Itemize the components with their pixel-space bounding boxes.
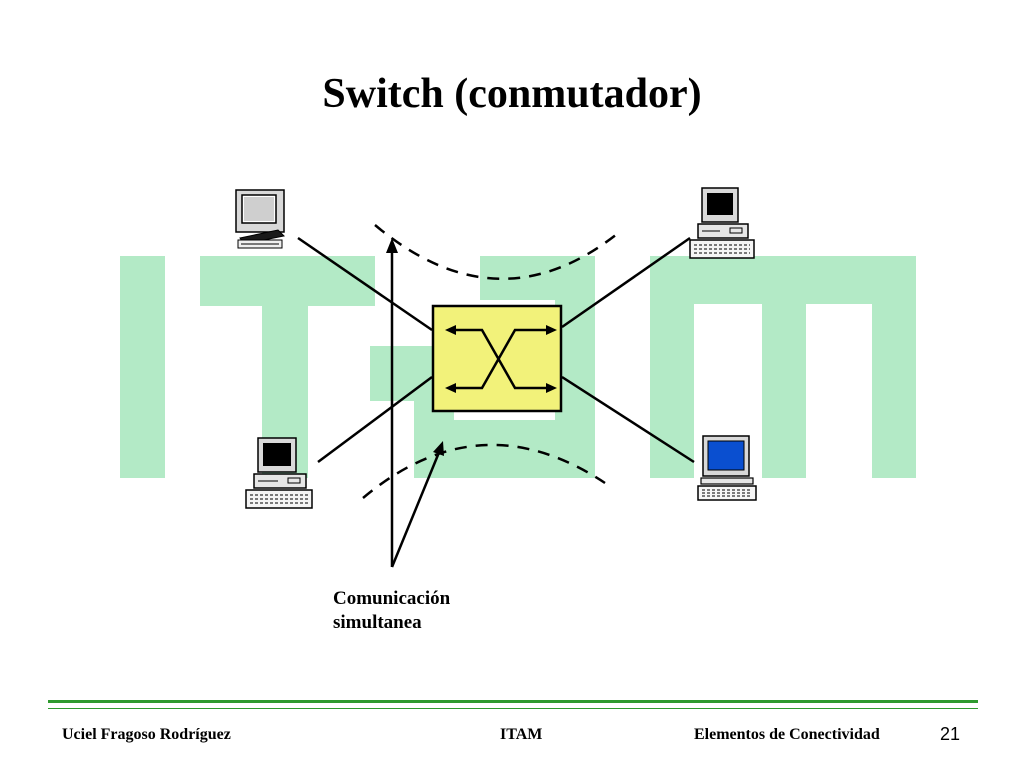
computer-bottom-left-icon: [245, 437, 313, 509]
footer-institution: ITAM: [500, 726, 543, 743]
footer-topic: Elementos de Conectividad: [694, 726, 880, 743]
link-bottom-left: [317, 375, 433, 464]
footer-divider: [48, 700, 978, 709]
computer-top-right-icon: [689, 187, 755, 259]
slide-title: Switch (conmutador): [322, 71, 702, 117]
annotation-arrows: [390, 250, 442, 568]
caption-line-1: Comunicación: [333, 588, 451, 609]
dashed-arc-top: [374, 224, 623, 280]
link-bottom-right: [561, 375, 695, 464]
dashed-arc-bottom: [362, 443, 606, 499]
annotation-caption: Comunicación simultanea: [333, 587, 450, 635]
computer-bottom-right-icon: [697, 435, 757, 501]
arrowhead-up: [386, 238, 398, 253]
page-number: 21: [940, 724, 961, 744]
arrowhead-diagonal: [433, 441, 444, 456]
link-top-right: [561, 236, 691, 329]
computer-top-left-icon: [235, 189, 286, 249]
footer-author: Uciel Fragoso Rodríguez: [62, 726, 231, 743]
switch: [431, 304, 563, 413]
link-top-left: [297, 236, 433, 332]
caption-line-2: simultanea: [333, 612, 422, 633]
